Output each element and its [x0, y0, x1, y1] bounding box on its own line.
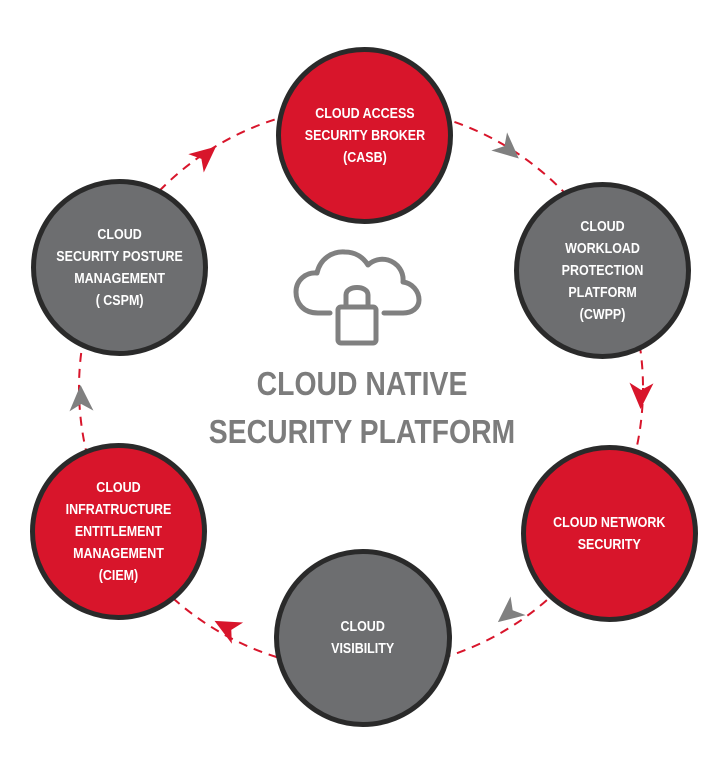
arrow-head-gray	[497, 596, 526, 623]
arrow-head-red	[188, 146, 216, 173]
cloud-outline	[293, 249, 422, 316]
arrow-head-gray	[491, 132, 519, 159]
label-line: MANAGEMENT	[74, 270, 165, 287]
label-line: PLATFORM	[568, 284, 637, 301]
node-cloud-visibility: CLOUD VISIBILITY	[274, 549, 452, 727]
node-cloud-visibility-label: CLOUD VISIBILITY	[331, 616, 394, 660]
node-cloud-network-security-label: CLOUD NETWORK SECURITY	[553, 512, 665, 556]
arrow-head-red	[214, 620, 244, 644]
node-ciem: CLOUD INFRATRUCTURE ENTITLEMENT MANAGEME…	[30, 443, 207, 620]
label-line: (CASB)	[342, 149, 387, 166]
lock-body	[335, 304, 379, 346]
label-line: SECURITY POSTURE	[56, 248, 183, 265]
node-cwpp-label: CLOUD WORKLOAD PROTECTION PLATFORM (CWPP…	[562, 216, 644, 326]
label-line: CLOUD	[580, 218, 625, 235]
label-line: CLOUD ACCESS	[314, 105, 415, 122]
node-cwpp: CLOUD WORKLOAD PROTECTION PLATFORM (CWPP…	[514, 182, 691, 359]
node-ciem-label: CLOUD INFRATRUCTURE ENTITLEMENT MANAGEME…	[66, 477, 172, 587]
arrow-cv-to-ciem	[214, 620, 244, 644]
label-line: INFRATRUCTURE	[65, 501, 172, 518]
arrow-cspm-to-casb	[188, 146, 216, 173]
label-line: ENTITLEMENT	[74, 523, 163, 540]
label-line: CLOUD	[97, 226, 142, 243]
label-line: VISIBILITY	[331, 641, 395, 657]
label-line: ( CSPM)	[95, 292, 144, 309]
arrow-ciem-to-cspm	[69, 385, 94, 412]
label-line: CLOUD	[96, 479, 141, 496]
label-line: SECURITY	[577, 536, 642, 553]
center-title-line-1: CLOUD NATIVE	[256, 365, 468, 402]
label-line: PROTECTION	[561, 262, 644, 279]
label-line: WORKLOAD	[565, 240, 640, 257]
arrow-head-gray	[69, 385, 94, 412]
arrow-casb-to-cwpp	[491, 132, 519, 159]
center-title: CLOUD NATIVE SECURITY PLATFORM	[186, 360, 539, 456]
arrow-cwpp-to-cns	[629, 382, 654, 409]
lock-shackle	[343, 285, 371, 310]
label-line: MANAGEMENT	[73, 545, 164, 562]
label-line: CLOUD NETWORK	[553, 514, 666, 531]
arrow-head-red	[629, 382, 654, 409]
node-casb: CLOUD ACCESS SECURITY BROKER (CASB)	[276, 47, 453, 224]
label-line: (CIEM)	[98, 567, 139, 584]
center-title-line-2: SECURITY PLATFORM	[208, 413, 516, 450]
label-line: SECURITY BROKER	[304, 127, 425, 144]
cloud-lock-icon	[293, 249, 422, 346]
node-casb-label: CLOUD ACCESS SECURITY BROKER (CASB)	[304, 103, 424, 169]
node-cloud-network-security: CLOUD NETWORK SECURITY	[521, 445, 698, 622]
node-cspm: CLOUD SECURITY POSTURE MANAGEMENT ( CSPM…	[31, 179, 208, 356]
node-cspm-label: CLOUD SECURITY POSTURE MANAGEMENT ( CSPM…	[56, 224, 183, 312]
label-line: CLOUD	[340, 619, 386, 635]
arrow-cns-to-cv	[497, 596, 526, 623]
label-line: (CWPP)	[579, 306, 626, 323]
